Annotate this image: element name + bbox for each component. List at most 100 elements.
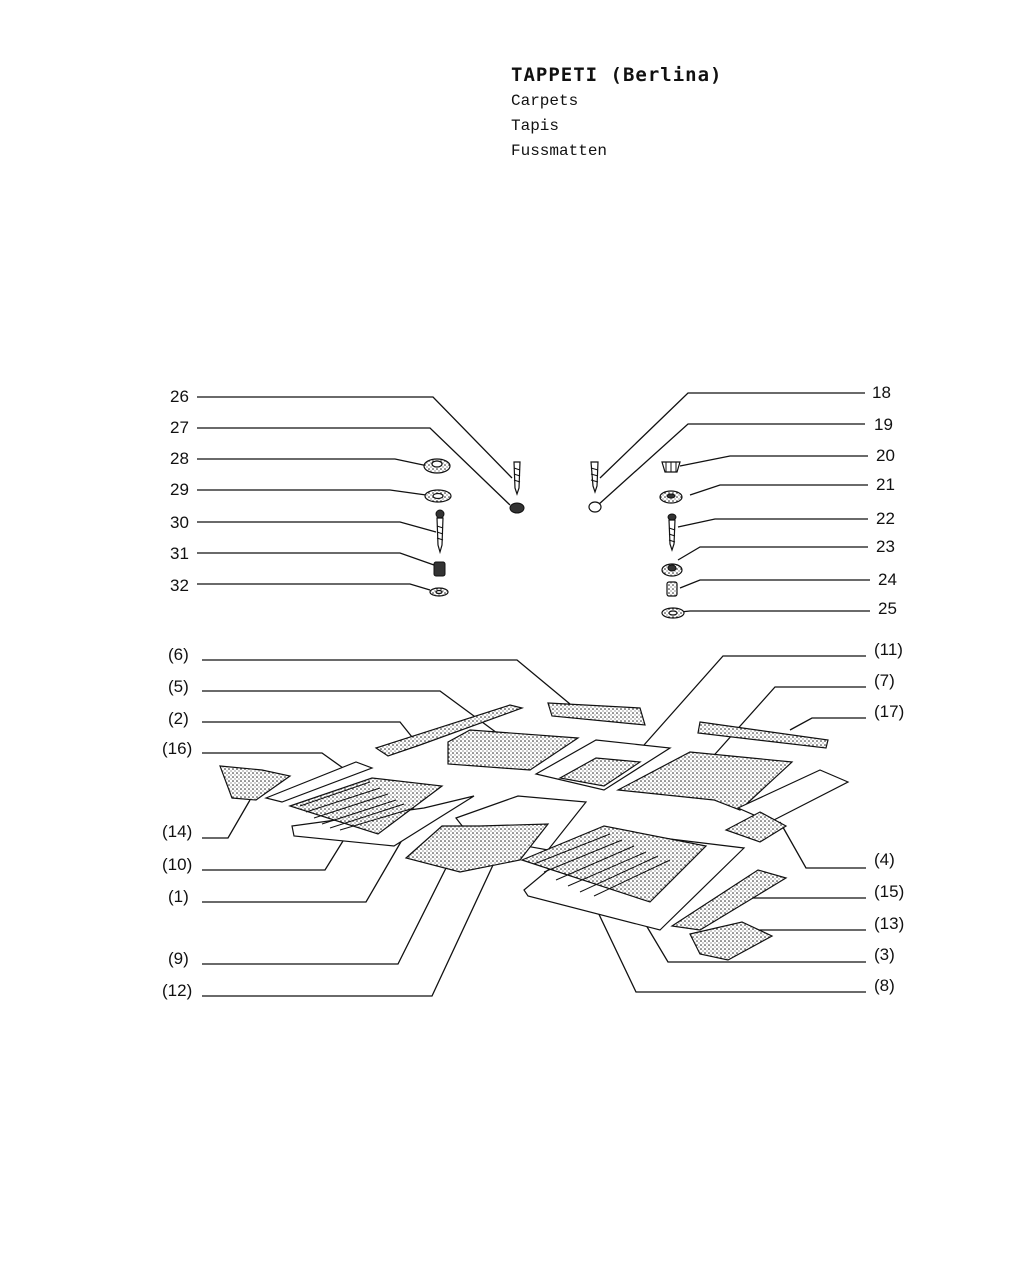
callout-23: 23 [876,537,895,556]
leader-32 [197,583,431,591]
sill-strip-17 [697,721,829,749]
leader-23 [677,546,868,561]
diagram-title: TAPPETI (Berlina) [511,64,723,86]
title-block: TAPPETI (Berlina) Carpets Tapis Fussmatt… [511,64,722,167]
subtitle-english: Carpets [511,92,579,110]
left-hardware-callouts: 26 27 28 29 30 31 32 [170,387,513,595]
grommet-21-icon [659,490,683,504]
callout-26: 26 [170,387,189,406]
callout-2: (2) [168,709,189,728]
leader-19 [597,423,865,506]
callout-25: 25 [878,599,897,618]
leader-24 [679,579,870,589]
callout-12: (12) [162,981,192,1000]
left-hardware-parts [423,458,525,597]
tunnel-strip-15 [670,869,788,931]
leader-21 [689,484,868,496]
callout-5: (5) [168,677,189,696]
washer-32-icon [429,587,449,597]
leader-26 [197,396,513,479]
callout-30: 30 [170,513,189,532]
rear-carpet-7 [615,751,794,811]
stud-22-icon [667,513,677,552]
leader-4 [779,821,866,869]
leader-29 [197,489,427,496]
grommet-28-icon [423,458,451,474]
side-strip-16 [264,761,374,803]
callout-21: 21 [876,475,895,494]
right-hardware-callouts: 18 19 20 21 22 23 24 25 [597,383,897,618]
leader-1 [202,839,403,903]
leader-2 [202,721,417,743]
carpet-strip-2 [374,704,525,757]
leader-31 [197,552,435,566]
callout-4: (4) [874,850,895,869]
callout-18: 18 [872,383,891,402]
washer-25-icon [661,607,685,619]
leader-8 [584,884,866,993]
callout-6: (6) [168,645,189,664]
kick-pad-14 [219,765,292,801]
callout-7: (7) [874,671,895,690]
sill-strip-6 [547,702,646,726]
right-panel-callouts: (11) (7) (17) (4) (15) (13) (3) (8) [584,640,904,995]
callout-14: (14) [162,822,192,841]
callout-29: 29 [170,480,189,499]
leader-9 [202,859,451,965]
rubber-mat-10 [288,777,444,835]
leader-18 [599,392,865,479]
callout-20: 20 [876,446,895,465]
rubber-mat-10-grid [299,781,415,831]
leader-28 [197,458,429,467]
leader-27 [197,427,511,506]
tunnel-mat-12 [404,823,550,873]
leader-12 [202,849,501,997]
callout-27: 27 [170,418,189,437]
spacer-24-icon [666,581,678,597]
subtitle-german: Fussmatten [511,142,608,160]
cap-27-icon [509,502,525,514]
washer-29-icon [424,489,452,503]
leader-6 [202,659,571,705]
callout-3: (3) [874,945,895,964]
callout-31: 31 [170,544,189,563]
right-hardware-parts [588,461,685,619]
rubber-mat-8-grid [533,833,671,897]
cap-19-icon [588,501,602,513]
callout-28: 28 [170,449,189,468]
leader-17 [789,717,866,731]
callout-17: (17) [874,702,904,721]
leader-30 [197,521,437,533]
leader-14 [202,799,251,839]
leader-3 [639,914,866,963]
callout-11: (11) [874,640,903,659]
callout-19: 19 [874,415,893,434]
leader-11 [643,655,866,746]
leader-20 [679,455,868,467]
nut-23-icon [661,563,683,577]
screw-26-icon [513,461,521,496]
callout-9: (9) [168,949,189,968]
callout-32: 32 [170,576,189,595]
spacer-31-icon [433,561,446,577]
leader-7 [707,686,866,763]
kick-pad-13 [689,921,774,961]
carpet-panels [219,702,850,961]
clip-20-icon [661,461,681,473]
rubber-mat-8 [520,825,708,903]
leader-16 [202,752,344,769]
subtitle-french: Tapis [511,117,560,135]
leader-25 [679,610,870,613]
rear-carpet-5 [447,729,580,771]
callout-1: (1) [168,887,189,906]
callout-22: 22 [876,509,895,528]
screw-18-icon [590,461,599,494]
stud-30-icon [435,509,445,555]
leader-22 [677,518,868,528]
callout-16: (16) [162,739,192,758]
left-panel-callouts: (6) (5) (2) (16) (14) (10) (1) (9) (12) [162,645,571,1000]
callout-15: (15) [874,882,904,901]
callout-24: 24 [878,570,897,589]
callout-10: (10) [162,855,192,874]
